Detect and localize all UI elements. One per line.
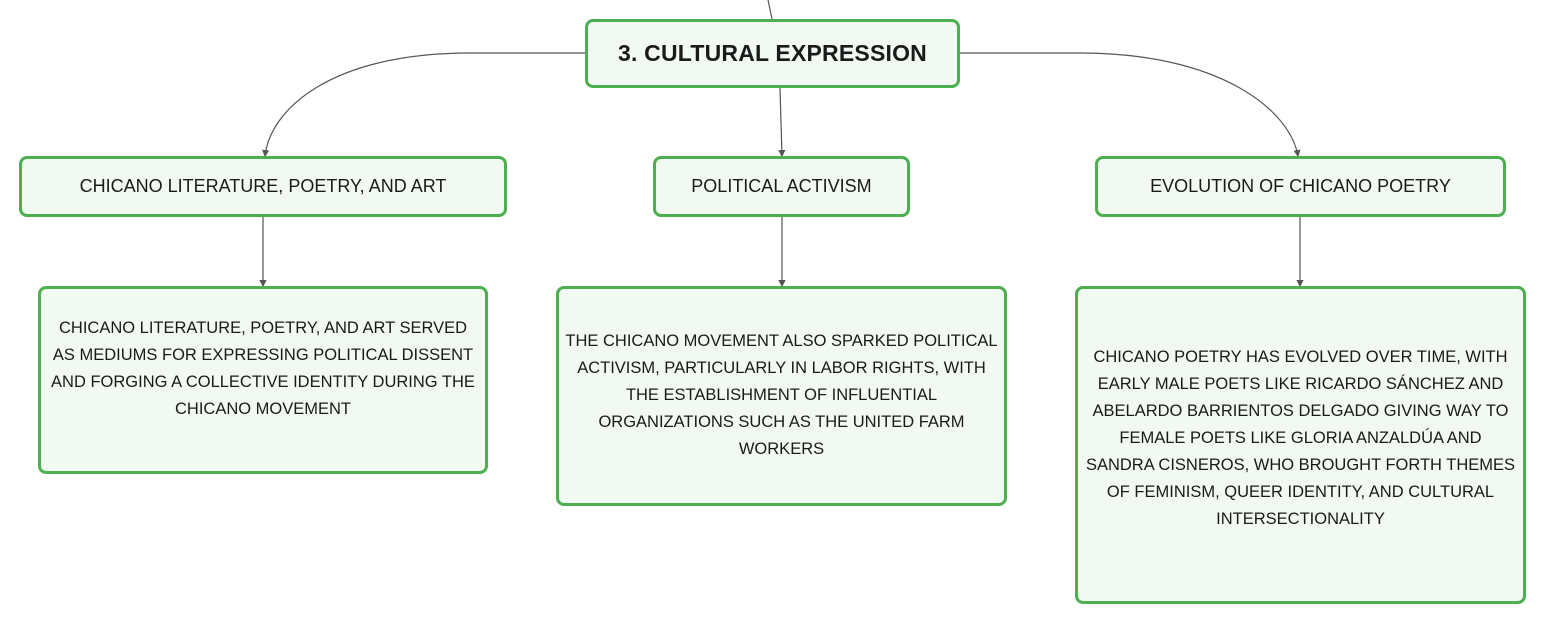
edge-root-to-branch-1: [262, 52, 585, 158]
branch-node-label: EVOLUTION OF CHICANO POETRY: [1150, 176, 1451, 196]
branch-node-political-activism[interactable]: POLITICAL ACTIVISM: [653, 156, 910, 217]
root-node-label: 3. CULTURAL EXPRESSION: [618, 40, 927, 66]
branch-node-literature-poetry-art[interactable]: CHICANO LITERATURE, POETRY, AND ART: [19, 156, 507, 217]
detail-node-text: THE CHICANO MOVEMENT ALSO SPARKED POLITI…: [565, 331, 998, 458]
branch-node-evolution-of-poetry[interactable]: EVOLUTION OF CHICANO POETRY: [1095, 156, 1506, 217]
branch-node-label: CHICANO LITERATURE, POETRY, AND ART: [79, 176, 447, 196]
detail-node-evolution-of-poetry[interactable]: CHICANO POETRY HAS EVOLVED OVER TIME, WI…: [1075, 286, 1526, 604]
root-node[interactable]: 3. CULTURAL EXPRESSION: [585, 19, 960, 88]
edge-parent-to-root: [767, 0, 773, 20]
detail-node-text: CHICANO LITERATURE, POETRY, AND ART SERV…: [51, 319, 475, 418]
detail-node-literature-poetry-art[interactable]: CHICANO LITERATURE, POETRY, AND ART SERV…: [38, 286, 488, 474]
detail-node-political-activism[interactable]: THE CHICANO MOVEMENT ALSO SPARKED POLITI…: [556, 286, 1007, 506]
branch-node-label: POLITICAL ACTIVISM: [691, 176, 872, 196]
edge-root-to-branch-3: [960, 52, 1301, 158]
edge-root-to-branch-2: [778, 87, 786, 158]
detail-node-text: CHICANO POETRY HAS EVOLVED OVER TIME, WI…: [1085, 347, 1516, 528]
